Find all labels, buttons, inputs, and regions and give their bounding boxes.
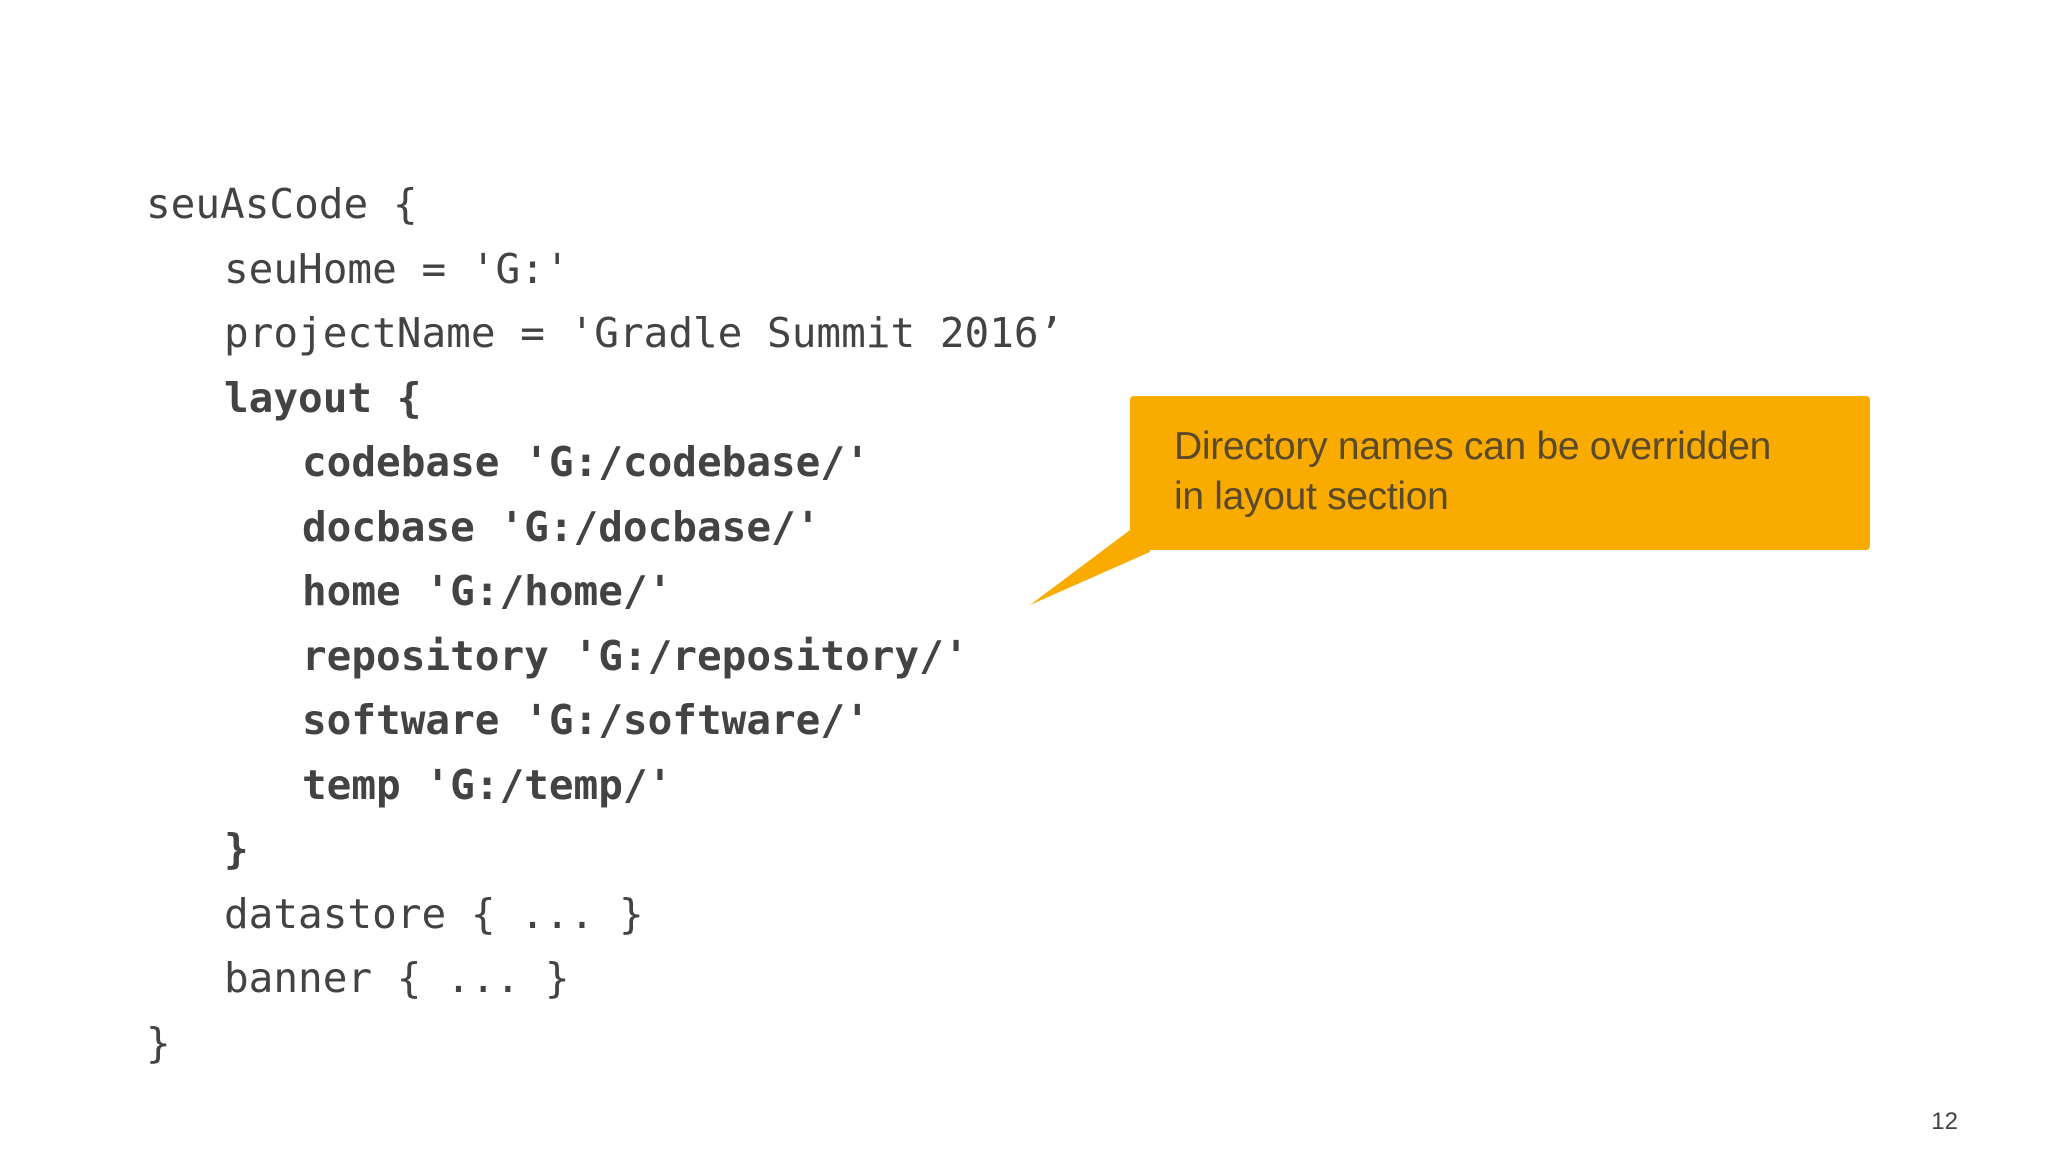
page-number: 12 (1931, 1108, 1958, 1135)
callout-box: Directory names can be overridden in lay… (1130, 396, 1870, 550)
code-line: codebase 'G:/codebase/' (302, 438, 870, 486)
code-block: seuAsCode { seuHome = 'G:' projectName =… (146, 172, 1063, 1075)
callout-text-line-2: in layout section (1174, 475, 1449, 518)
code-line: banner { ... } (224, 954, 570, 1002)
code-line: } (146, 1018, 171, 1067)
code-line: datastore { ... } (224, 889, 644, 938)
code-line: seuAsCode { (146, 180, 418, 228)
callout-tail (1030, 530, 1150, 605)
code-line: } (224, 825, 249, 873)
code-line: software 'G:/software/' (302, 696, 870, 744)
code-line: projectName = 'Gradle Summit 2016’ (224, 309, 1064, 357)
code-line: repository 'G:/repository/' (302, 631, 969, 680)
code-line: seuHome = 'G:' (224, 244, 570, 293)
code-line: layout { (224, 373, 422, 422)
code-line: docbase 'G:/docbase/' (302, 502, 821, 551)
callout-text-line-1: Directory names can be overridden (1174, 425, 1772, 468)
code-line: temp 'G:/temp/' (302, 760, 673, 809)
code-line: home 'G:/home/' (302, 567, 673, 615)
